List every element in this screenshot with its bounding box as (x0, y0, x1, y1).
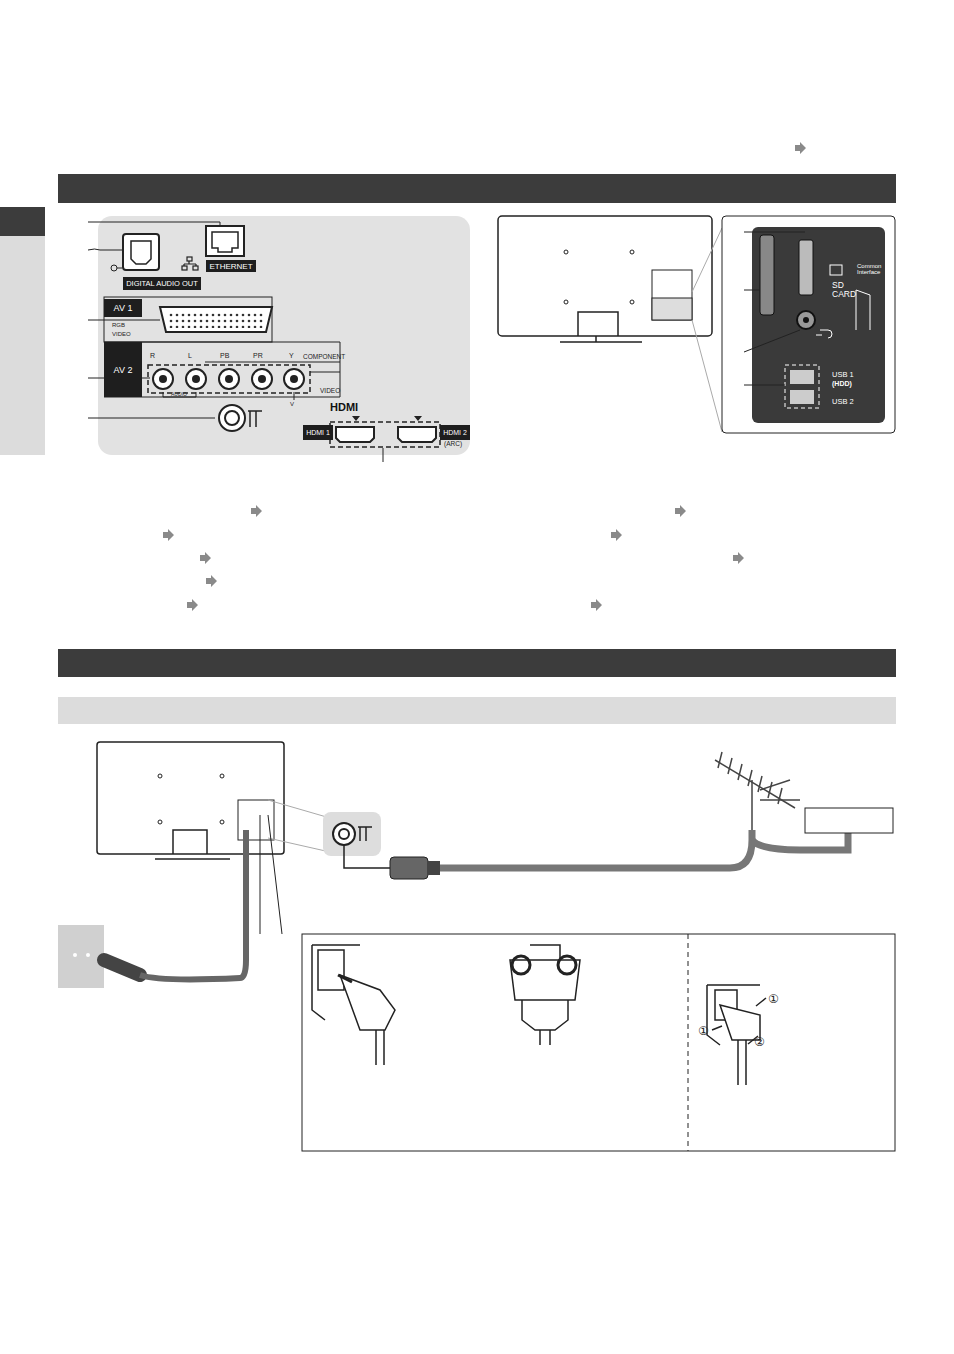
svg-text:②: ② (754, 1035, 765, 1049)
port-label: L (188, 352, 192, 359)
port-label: COMPONENT (303, 354, 345, 361)
label-box: HDMI 1 (303, 425, 333, 440)
label-box: AV 1 (104, 299, 142, 317)
port-label: AUDIO (171, 392, 187, 397)
port-label: AV 2 (114, 365, 133, 375)
port-label: R (150, 352, 155, 359)
port-label: Common Interface (857, 263, 895, 276)
label-box: ETHERNET (206, 260, 256, 272)
port-label: SD CARD (832, 281, 856, 299)
port-label: RGB (112, 322, 125, 328)
port-label: VIDEO (320, 388, 340, 395)
port-label: PB (220, 352, 229, 359)
port-label: USB 1 (832, 371, 854, 379)
port-label: HDMI 2 (443, 429, 467, 436)
svg-text:①: ① (768, 992, 779, 1006)
port-label: USB 2 (832, 398, 854, 406)
label-box: HDMI 2 (440, 425, 470, 440)
svg-text:①: ① (698, 1024, 709, 1038)
label-box: AV 2 (104, 342, 142, 397)
port-label: (HDD) (832, 380, 852, 387)
port-label: (ARC) (444, 441, 462, 448)
port-label: Y (289, 352, 294, 359)
port-label: HDMI (330, 402, 358, 414)
port-label: AV 1 (114, 303, 133, 313)
port-label: V (290, 401, 294, 407)
port-label: VIDEO (112, 331, 131, 337)
label-box: DIGITAL AUDIO OUT (123, 277, 201, 290)
port-label: DIGITAL AUDIO OUT (126, 279, 198, 288)
port-label: HDMI 1 (306, 429, 330, 436)
port-label: PR (253, 352, 263, 359)
port-label: ETHERNET (209, 262, 252, 271)
